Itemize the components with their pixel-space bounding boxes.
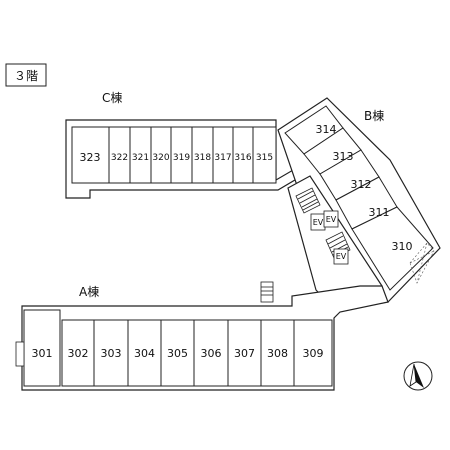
room-315: 315 — [256, 153, 273, 163]
elevator-upper: EV EV — [310, 210, 339, 231]
room-308: 308 — [267, 347, 288, 360]
room-307: 307 — [234, 347, 255, 360]
elevator-label: EV — [336, 252, 347, 261]
building-c: C棟 323 322 321 320 319 318 317 316 315 — [65, 90, 306, 199]
building-a: A棟 301 302 303 304 305 306 307 308 309 — [15, 281, 389, 391]
floor-label-box: ３階 — [5, 63, 47, 87]
room-318: 318 — [194, 153, 211, 163]
elevator-label: EV — [326, 215, 337, 224]
room-320: 320 — [152, 153, 169, 163]
room-310: 310 — [392, 240, 413, 253]
room-309: 309 — [303, 347, 324, 360]
room-303: 303 — [101, 347, 122, 360]
stair-a — [260, 281, 274, 303]
room-311: 311 — [369, 206, 390, 219]
elevator-lower: EV — [333, 248, 349, 265]
elevator-label: EV — [313, 218, 324, 227]
room-301: 301 — [32, 347, 53, 360]
room-316: 316 — [234, 153, 251, 163]
room-306: 306 — [201, 347, 222, 360]
room-317: 317 — [214, 153, 231, 163]
room-304: 304 — [134, 347, 155, 360]
room-312: 312 — [351, 178, 372, 191]
room-323: 323 — [80, 151, 101, 164]
room-302: 302 — [68, 347, 89, 360]
building-b: B棟 314 313 312 311 310 — [277, 97, 441, 303]
building-c-label: C棟 — [102, 90, 122, 105]
north-arrow-icon — [403, 361, 433, 391]
building-b-label: B棟 — [364, 108, 384, 123]
room-313: 313 — [333, 150, 354, 163]
room-322: 322 — [111, 153, 128, 163]
room-321: 321 — [132, 153, 149, 163]
room-314: 314 — [316, 123, 337, 136]
room-319: 319 — [173, 153, 190, 163]
building-a-label: A棟 — [79, 284, 99, 299]
floor-label: ３階 — [14, 68, 38, 83]
room-305: 305 — [167, 347, 188, 360]
stair-upper — [295, 187, 321, 214]
